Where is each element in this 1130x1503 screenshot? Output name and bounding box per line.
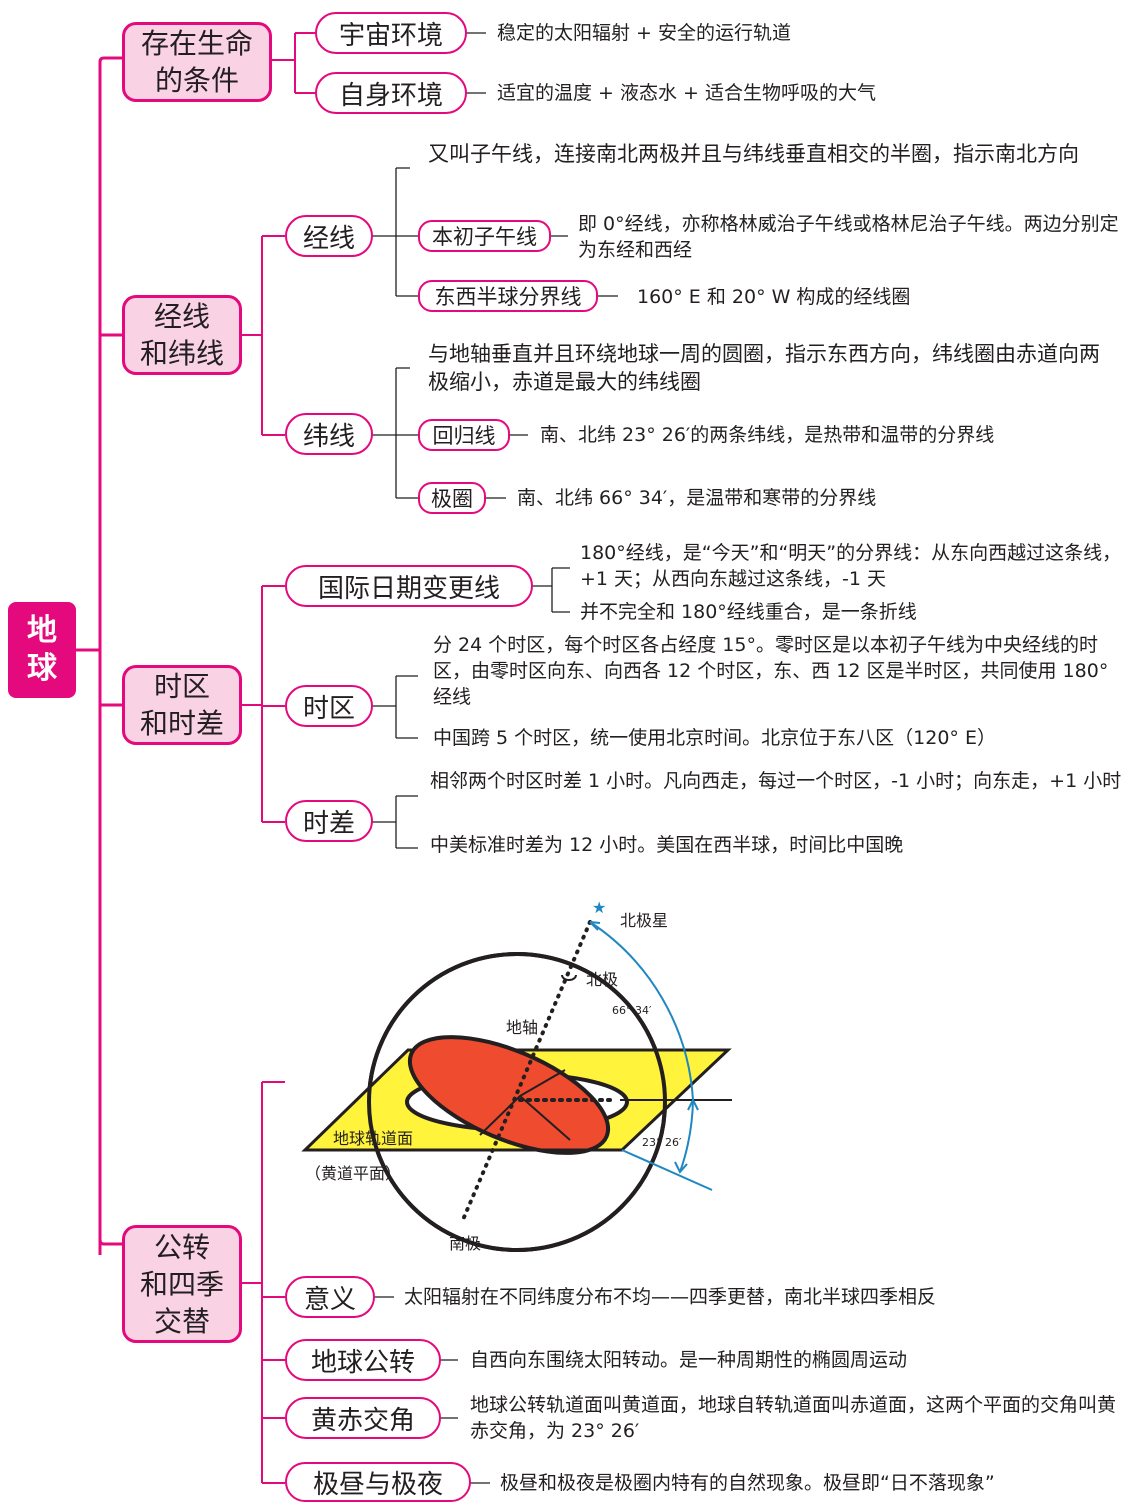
polaris-label: 北极星 [620, 911, 669, 930]
earth-revolution-desc: 自西向东围绕太阳转动。是一种周期性的椭圆周运动 [470, 1349, 908, 1371]
node-time-zone[interactable]: 时区 [285, 685, 373, 727]
node-conditions[interactable]: 存在生命 的条件 [122, 22, 272, 102]
node-tropic[interactable]: 回归线 [418, 419, 510, 451]
node-revolution[interactable]: 公转 和四季 交替 [122, 1225, 242, 1343]
node-prime-meridian[interactable]: 本初子午线 [418, 220, 551, 252]
time-difference-desc-1: 相邻两个时区时差 1 小时。凡向西走，每过一个时区，-1 小时；向东走，+1 小… [430, 770, 1122, 792]
node-polar-circle[interactable]: 极圈 [418, 482, 486, 514]
svg-text:★: ★ [592, 898, 606, 917]
tropic-desc: 南、北纬 23° 26′的两条纬线，是热带和温带的分界线 [540, 424, 995, 446]
node-time-difference[interactable]: 时差 [285, 800, 373, 842]
node-parallel[interactable]: 纬线 [285, 413, 373, 455]
time-zone-desc-2: 中国跨 5 个时区，统一使用北京时间。北京位于东八区（120° E） [433, 727, 996, 749]
south-pole-label: 南极 [449, 1234, 482, 1253]
node-lines[interactable]: 经线 和纬线 [122, 295, 242, 375]
node-significance[interactable]: 意义 [285, 1276, 375, 1318]
node-earth-revolution[interactable]: 地球公转 [285, 1339, 441, 1381]
hemisphere-boundary-desc: 160° E 和 20° W 构成的经线圈 [637, 286, 911, 308]
angle-66-label: 66° 34′ [612, 1004, 652, 1017]
earth-axis-label: 地轴 [506, 1018, 539, 1037]
parallel-desc: 与地轴垂直并且环绕地球一周的圆圈，指示东西方向，纬线圈由赤道向两极缩小，赤道是最… [428, 342, 1100, 394]
ecliptic-plane-note: （黄道平面） [305, 1164, 402, 1183]
angle-23-label: 23° 26′ [642, 1136, 682, 1149]
own-environment-desc: 适宜的温度 + 液态水 + 适合生物呼吸的大气 [497, 82, 876, 104]
significance-desc: 太阳辐射在不同纬度分布不均——四季更替，南北半球四季相反 [404, 1286, 937, 1308]
cosmic-environment-desc: 稳定的太阳辐射 + 安全的运行轨道 [497, 22, 791, 44]
node-meridian[interactable]: 经线 [285, 215, 373, 257]
node-own-environment[interactable]: 自身环境 [315, 72, 467, 114]
time-difference-desc-2: 中美标准时差为 12 小时。美国在西半球，时间比中国晚 [430, 834, 904, 856]
prime-meridian-desc: 即 0°经线，亦称格林威治子午线或格林尼治子午线。两边分别定为东经和西经 [578, 213, 1119, 261]
node-cosmic-environment[interactable]: 宇宙环境 [315, 12, 467, 54]
node-obliquity[interactable]: 黄赤交角 [285, 1397, 441, 1439]
meridian-desc: 又叫子午线，连接南北两极并且与纬线垂直相交的半圈，指示南北方向 [428, 142, 1079, 166]
polar-circle-desc: 南、北纬 66° 34′，是温带和寒带的分界线 [517, 487, 877, 509]
north-pole-label: 北极 [586, 970, 619, 989]
polar-day-night-desc: 极昼和极夜是极圈内特有的自然现象。极昼即“日不落现象” [500, 1472, 995, 1494]
time-zone-desc-1: 分 24 个时区，每个时区各占经度 15°。零时区是以本初子午线为中央经线的时区… [433, 634, 1109, 708]
obliquity-desc: 地球公转轨道面叫黄道面，地球自转轨道面叫赤道面，这两个平面的交角叫黄赤交角，为 … [470, 1394, 1117, 1442]
node-time[interactable]: 时区 和时差 [122, 665, 242, 745]
ecliptic-diagram: ★ [301, 898, 732, 1252]
node-polar-day-night[interactable]: 极昼与极夜 [285, 1462, 471, 1502]
root-node[interactable]: 地 球 [8, 602, 76, 698]
orbit-plane-label: 地球轨道面 [333, 1129, 414, 1148]
node-date-line[interactable]: 国际日期变更线 [285, 565, 533, 607]
node-hemisphere-boundary[interactable]: 东西半球分界线 [418, 280, 598, 312]
date-line-desc-1: 180°经线，是“今天”和“明天”的分界线：从东向西越过这条线，+1 天；从西向… [580, 542, 1122, 590]
date-line-desc-2: 并不完全和 180°经线重合，是一条折线 [580, 601, 917, 623]
